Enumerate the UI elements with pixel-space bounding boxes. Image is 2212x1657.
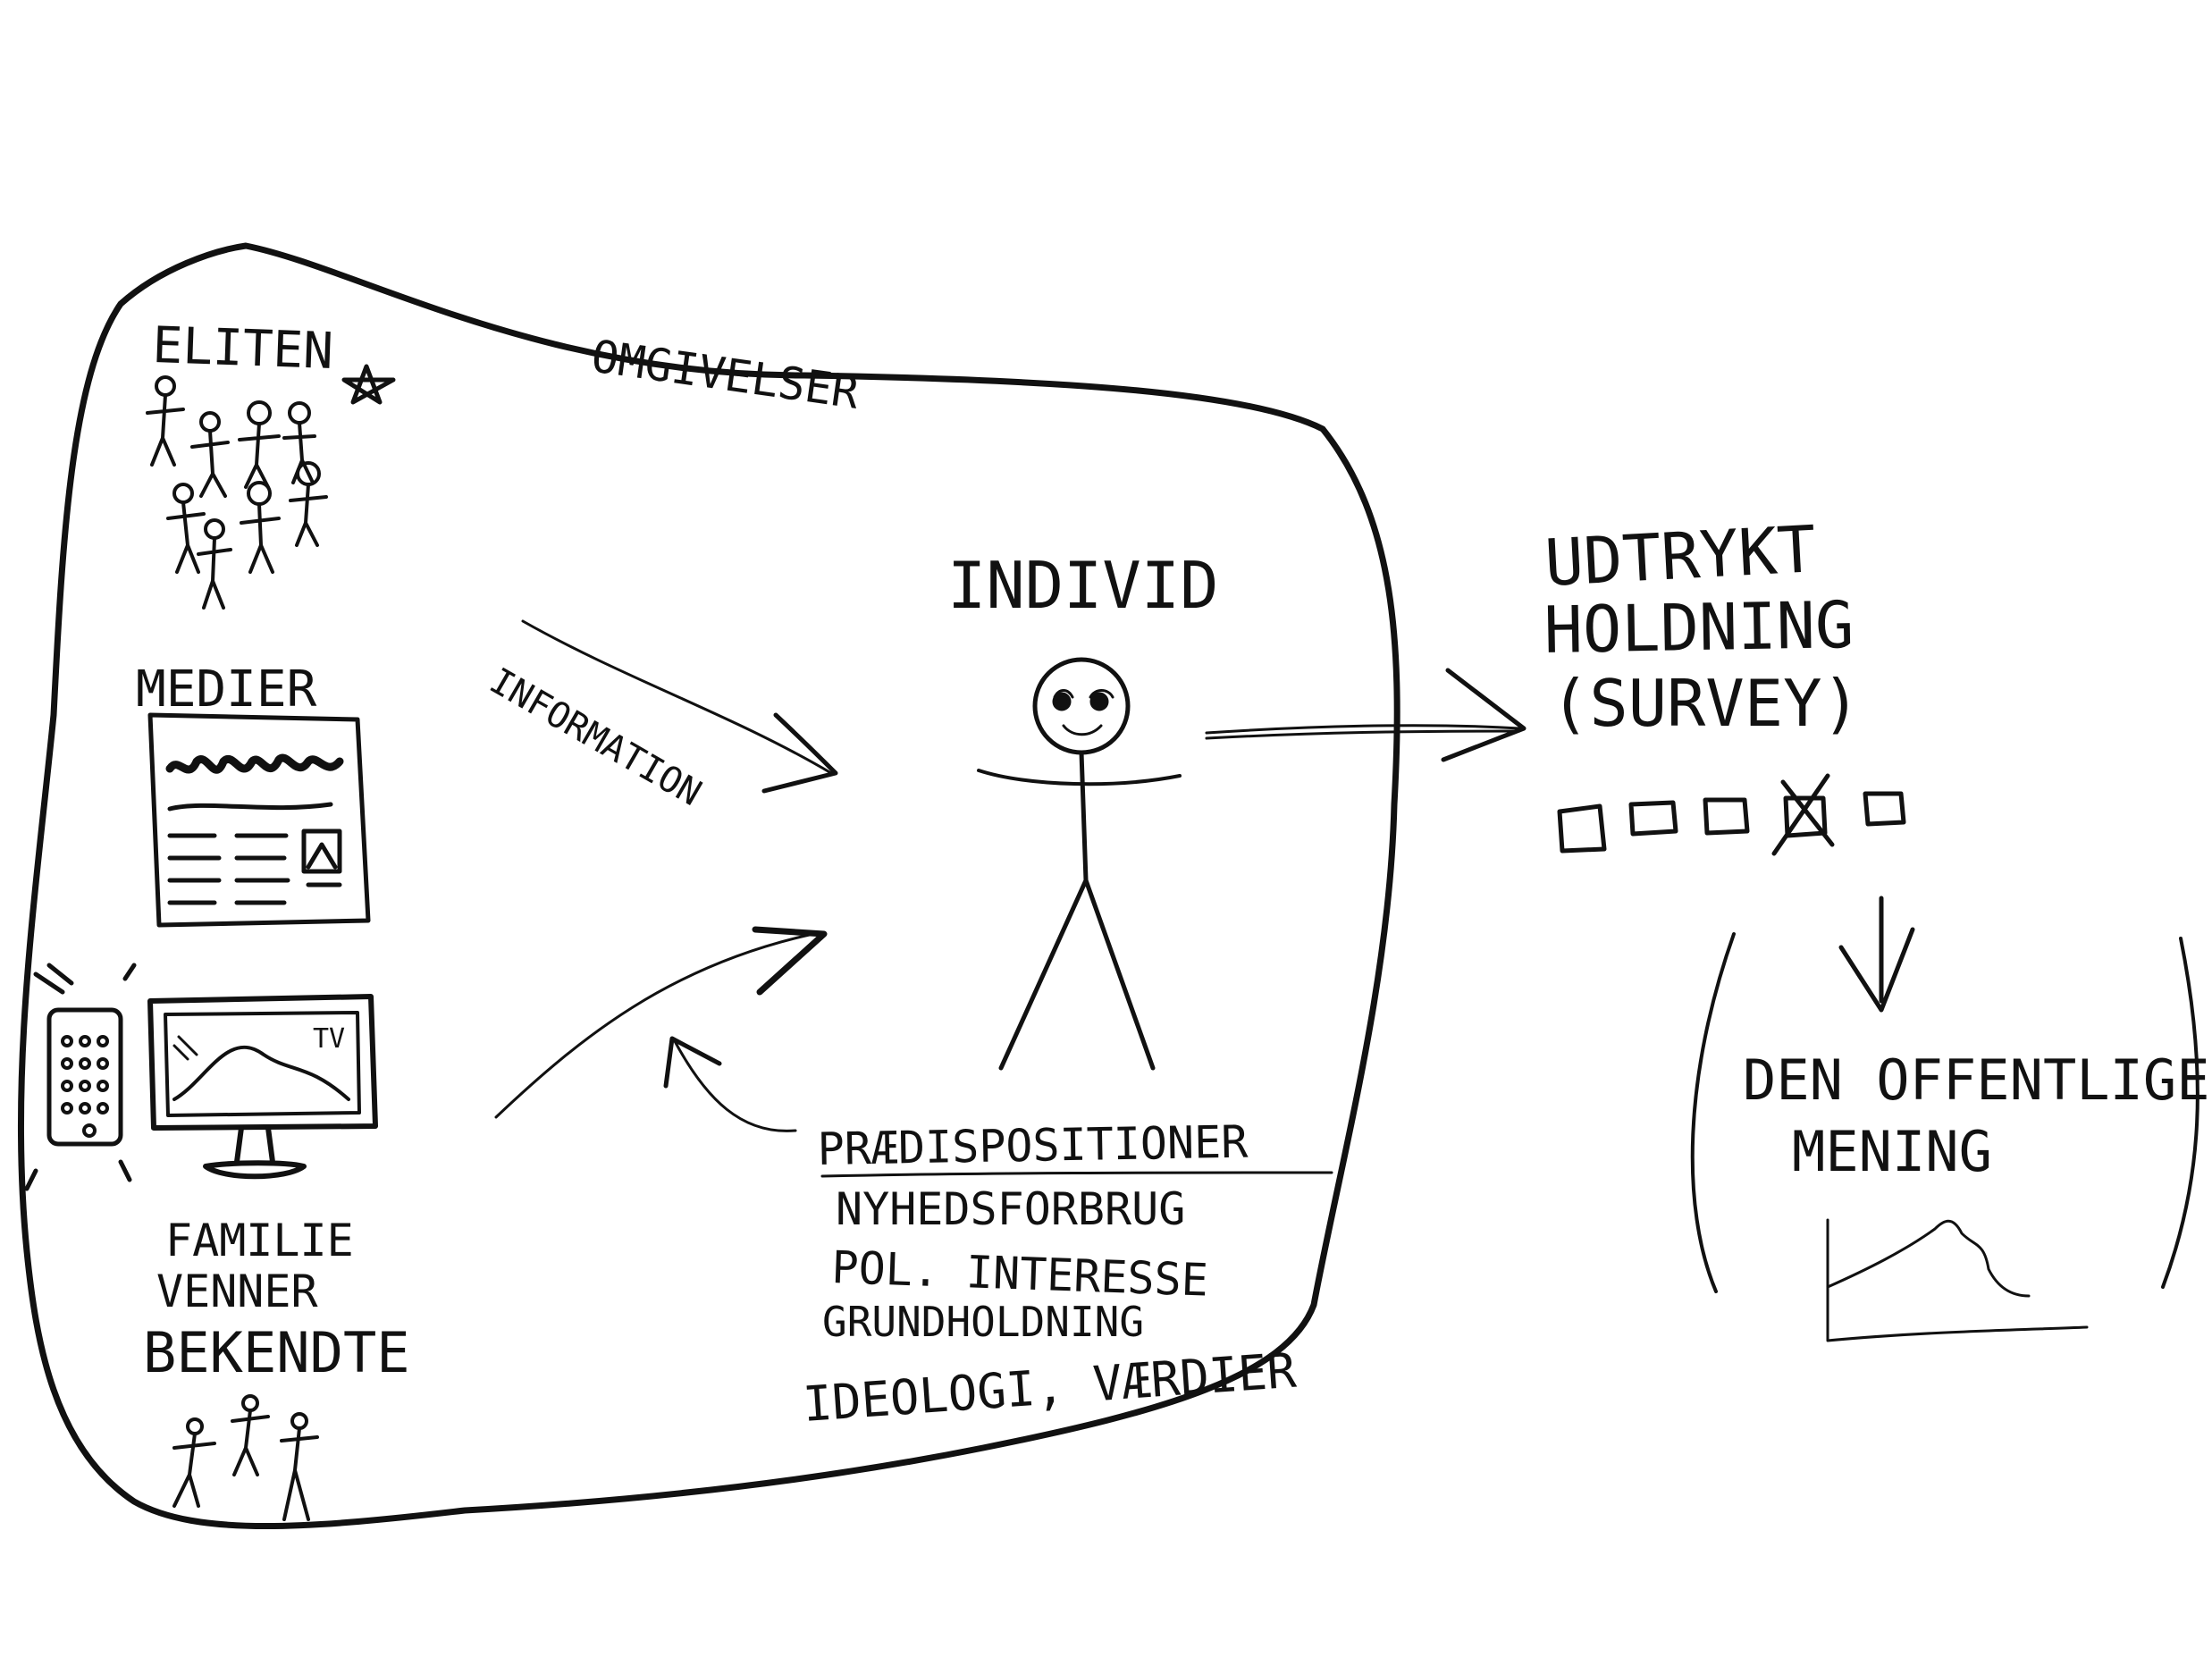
stick-figure-icon bbox=[172, 1417, 216, 1508]
checkbox-icon bbox=[1863, 791, 1906, 827]
label-omgivelser: OMGIVELSER bbox=[588, 330, 862, 418]
label-bekendte: BEKENDTE bbox=[143, 1320, 410, 1385]
label-information: INFORMATION bbox=[483, 660, 708, 814]
label-medier: MEDIER bbox=[136, 660, 317, 719]
label-grundholdning: GRUNDHOLDNING bbox=[822, 1298, 1144, 1346]
checkbox-icon bbox=[1628, 800, 1678, 837]
label-ideologi: IDEOLOGI, VÆRDIER bbox=[802, 1342, 1299, 1433]
stick-figure-icon bbox=[280, 1412, 319, 1521]
stick-figure-icon bbox=[282, 401, 316, 484]
label-udtrykt-line1: UDTRYKT bbox=[1543, 511, 1817, 601]
label-nyhedsforbrug: NYHEDSFORBRUG bbox=[836, 1183, 1185, 1235]
label-individ: INDIVID bbox=[947, 548, 1218, 623]
phone-icon bbox=[24, 963, 137, 1191]
predispositions-underline bbox=[820, 1171, 1333, 1178]
checkbox-icon bbox=[1703, 797, 1750, 836]
stick-figure-icon bbox=[240, 481, 281, 574]
star-icon bbox=[341, 364, 396, 405]
tv-icon bbox=[147, 994, 378, 1180]
friends-figures bbox=[172, 1394, 319, 1521]
checkbox-icon bbox=[1557, 803, 1607, 854]
surroundings-boundary bbox=[17, 242, 1400, 1529]
stick-figure-icon bbox=[166, 483, 206, 574]
individual-figure bbox=[977, 657, 1182, 1071]
stick-figure-icon bbox=[197, 518, 232, 610]
stick-figure-icon bbox=[190, 411, 230, 498]
stick-figure-icon bbox=[238, 400, 281, 489]
label-praedispositioner: PRÆDISPOSITIONER bbox=[817, 1116, 1249, 1175]
label-offentlige-line1: DEN OFFENTLIGE bbox=[1743, 1047, 2210, 1113]
distribution-curve-icon bbox=[1826, 1218, 2089, 1342]
stick-figure-icon bbox=[231, 1394, 270, 1476]
stick-figure-icon bbox=[146, 375, 185, 467]
survey-checkboxes bbox=[1557, 773, 1906, 856]
check-mark-icon bbox=[1771, 773, 1835, 856]
newspaper-icon bbox=[147, 712, 371, 928]
elite-crowd bbox=[146, 375, 328, 610]
label-familie: FAMILIE bbox=[165, 1215, 354, 1266]
label-offentlige-line2: MENING bbox=[1792, 1119, 1992, 1184]
label-udtrykt-line3: (SURVEY) bbox=[1551, 666, 1861, 741]
social-arrow bbox=[494, 926, 828, 1119]
label-udtrykt-line2: HOLDNING bbox=[1543, 587, 1855, 668]
output-arrow bbox=[1205, 668, 1527, 762]
label-venner: VENNER bbox=[156, 1266, 319, 1317]
label-pol-interesse: POL. INTERESSE bbox=[831, 1241, 1209, 1307]
stick-figure-icon bbox=[289, 461, 328, 547]
label-eliten: ELITEN bbox=[152, 316, 334, 381]
right-parenthesis bbox=[2161, 937, 2199, 1289]
label-tv: TV bbox=[313, 1023, 345, 1055]
left-parenthesis bbox=[1690, 932, 1736, 1293]
predisposition-arrow bbox=[663, 1036, 797, 1132]
down-arrow bbox=[1838, 896, 1915, 1013]
information-arrow bbox=[521, 619, 838, 794]
